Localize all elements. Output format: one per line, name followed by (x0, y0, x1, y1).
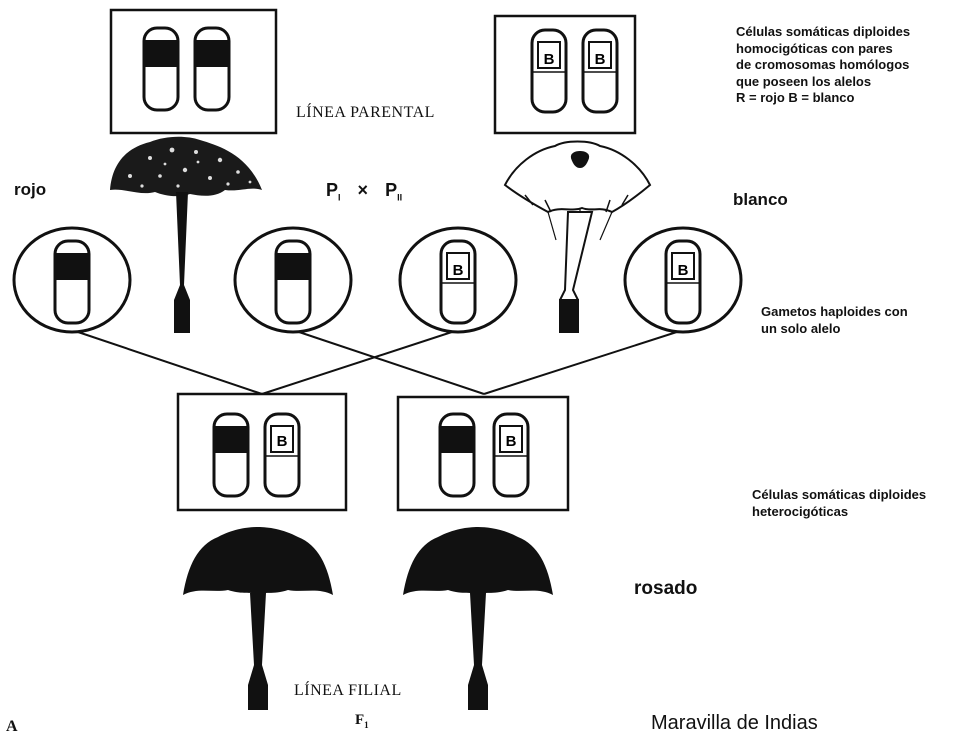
allele-mark: B (506, 433, 517, 450)
cross-line (261, 329, 459, 395)
filial-line-label: LÍNEA FILIAL (294, 682, 402, 699)
heterozygous-description: Células somáticas diploides heterocigóti… (752, 487, 927, 519)
p1-symbol: P (326, 180, 339, 200)
filial-cell-1: B (176, 392, 348, 512)
allele-mark: B (277, 433, 288, 450)
red-label: rojo (14, 180, 47, 199)
white-flower-illustration (503, 140, 652, 333)
f1-subscript: 1 (364, 720, 369, 730)
cross-line (483, 329, 684, 395)
gametes-description: Gametos haploides con un solo alelo (761, 304, 908, 336)
allele-mark: B (595, 51, 606, 68)
gamete-red-1 (12, 226, 132, 334)
p2-subscript: II (397, 192, 403, 203)
homozygous-description: Células somáticas diploides homocigótica… (736, 24, 911, 105)
allele-mark: B (544, 51, 555, 68)
allele-mark: B (678, 262, 689, 279)
p2-symbol: P (385, 180, 398, 200)
cross-symbol: × (357, 180, 369, 200)
cross-notation: PI × PII (326, 180, 402, 203)
cross-line (292, 329, 485, 395)
f1-symbol: F (355, 712, 365, 728)
parental-red-cell (109, 8, 278, 135)
filial-cell-2: B (396, 395, 570, 512)
gamete-white-1: B (398, 226, 518, 334)
corner-letter: A (6, 718, 18, 735)
parental-white-cell: B B (493, 14, 637, 135)
gamete-red-2 (233, 226, 353, 334)
f1-label: F1 (355, 712, 369, 730)
caption: Maravilla de Indias (651, 712, 818, 734)
p1-subscript: I (338, 192, 341, 203)
pink-flower-illustration (403, 527, 553, 710)
red-flower-illustration (110, 136, 262, 333)
parental-line-label: LÍNEA PARENTAL (296, 104, 435, 121)
cross-lines (71, 329, 684, 395)
allele-mark: B (453, 262, 464, 279)
gamete-white-2: B (623, 226, 743, 334)
white-label: blanco (733, 190, 788, 209)
cross-line (71, 329, 263, 395)
pink-label: rosado (634, 578, 698, 599)
